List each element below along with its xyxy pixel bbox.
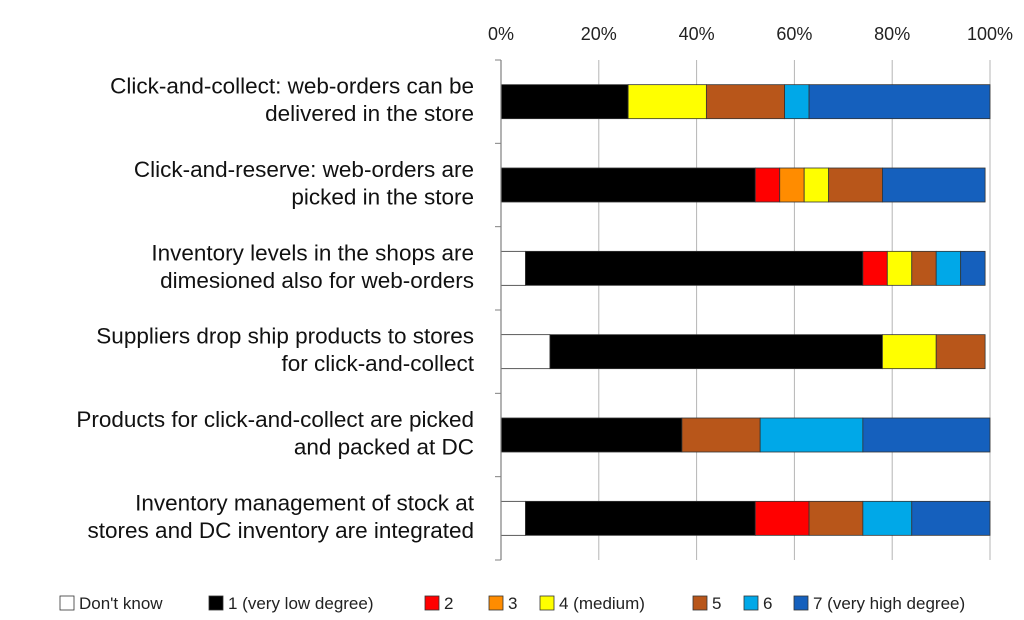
bar-segment [500,250,526,286]
bar-segment [911,500,991,536]
legend-swatch [793,595,809,611]
x-tick-label: 60% [776,24,812,44]
legend-label: 3 [508,594,517,613]
gridlines [598,60,991,560]
category-label: Products for click-and-collect are picke… [76,407,474,459]
legend-swatch [743,595,759,611]
bar-segment [935,250,962,286]
bar-segment [759,417,864,453]
bar-segment [549,334,883,370]
bars [500,84,991,536]
y-axis [495,59,502,561]
bar-segment [705,84,786,120]
bar-segment [808,500,864,536]
legend-label: 7 (very high degree) [813,594,965,613]
bar-segment [779,167,805,203]
legend-swatch [488,595,504,611]
bar-segment [754,167,781,203]
bar-segment [784,84,810,120]
legend-label: 1 (very low degree) [228,594,374,613]
bar-segment [500,500,526,536]
bar-segment [500,417,683,453]
bar-segment [862,417,991,453]
bar-segment [500,84,629,120]
x-tick-label: 20% [581,24,617,44]
legend-swatch [208,595,224,611]
legend-label: 4 (medium) [559,594,645,613]
legend-swatch [692,595,708,611]
bar-segment [681,417,761,453]
legend-swatch [424,595,440,611]
bar-segment [525,500,756,536]
legend-swatch [539,595,555,611]
bar-segment [882,167,986,203]
x-axis-tick-labels: 0% 20% 40% 60% 80% 100% [488,24,1013,44]
bar-segment [935,334,986,370]
legend-swatch [59,595,75,611]
bar-segment [627,84,707,120]
bar-segment [911,250,937,286]
bar-segment [862,250,888,286]
x-tick-label: 80% [874,24,910,44]
x-tick-label: 40% [679,24,715,44]
bar-segment [525,250,864,286]
bar-segment [886,250,913,286]
bar-segment [803,167,830,203]
bar-segment [808,84,991,120]
x-tick-label: 0% [488,24,514,44]
bar-segment [862,500,913,536]
bar-segment [882,334,937,370]
bar-segment [500,334,551,370]
bar-segment [500,167,756,203]
bar-segment [828,167,883,203]
x-tick-label: 100% [967,24,1013,44]
legend-label: 2 [444,594,453,613]
bar-segment [960,250,986,286]
bar-segment [754,500,810,536]
legend-label: Don't know [79,594,163,613]
legend-label: 5 [712,594,721,613]
legend-label: 6 [763,594,772,613]
legend: Don't know 1 (very low degree) 2 3 4 (medium… [59,594,965,613]
